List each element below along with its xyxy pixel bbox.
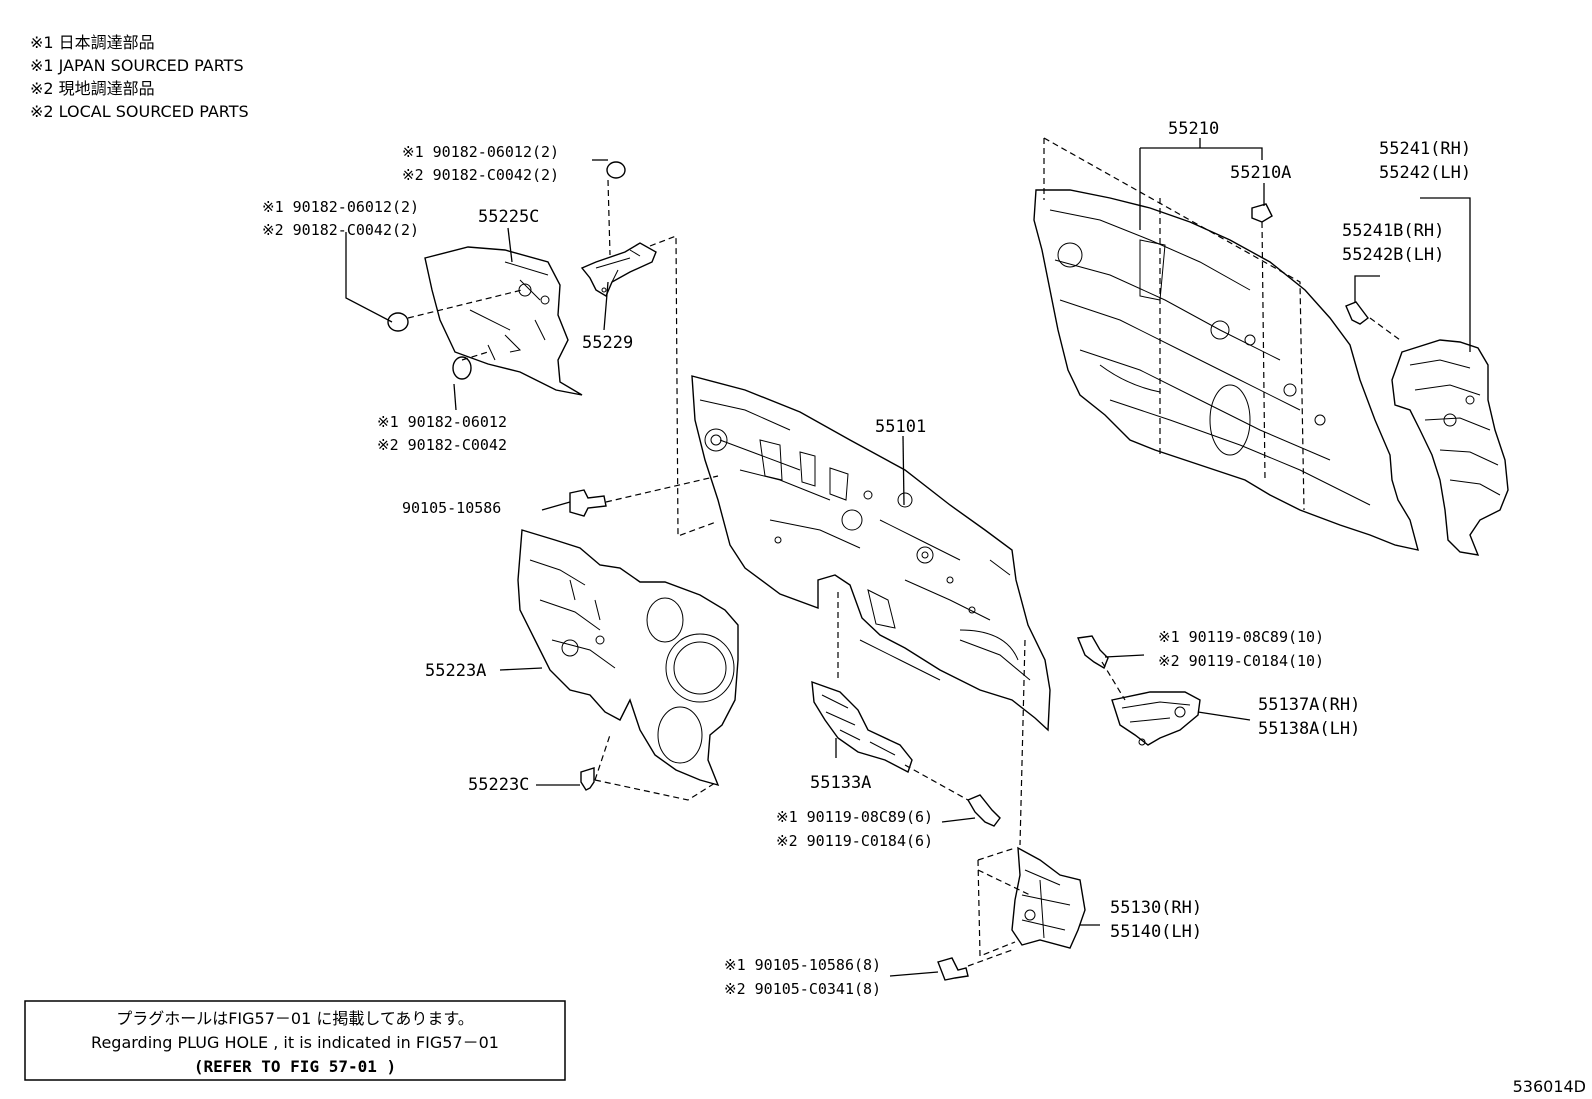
bolt-number-label: ※1 90105-10586(8) (724, 956, 881, 974)
note-line: プラグホールはFIG57－01 に掲載してあります。 (116, 1009, 474, 1028)
part-labels: 55210 55210A 55241(RH) 55242(LH) 55241B(… (262, 119, 1471, 998)
clip-number-label: ※1 90182-06012 (377, 413, 507, 431)
bolt-number-label: ※1 90119-08C89(6) (776, 808, 933, 826)
clip-icon (387, 161, 626, 380)
part-55101-dash-panel (691, 375, 1051, 732)
leader-lines (345, 138, 1471, 977)
clip-number-label: ※2 90182-C0042(2) (262, 221, 419, 239)
legend-line: ※2 LOCAL SOURCED PARTS (30, 102, 249, 121)
bolt-icon (966, 794, 1001, 827)
part-number-label: 55210A (1230, 163, 1291, 183)
part-number-label: 55229 (582, 333, 633, 353)
bolt-number-label: ※1 90119-08C89(10) (1158, 628, 1324, 646)
clip-icon (580, 767, 595, 791)
part-number-label: 55133A (810, 773, 871, 793)
bolt-number-label: ※2 90105-C0341(8) (724, 980, 881, 998)
bolt-number-label: ※2 90119-C0184(10) (1158, 652, 1324, 670)
part-number-label: 55242(LH) (1379, 163, 1471, 183)
part-number-label: 55241(RH) (1379, 139, 1471, 159)
clip-icon (1251, 203, 1273, 223)
legend: ※1 日本調達部品 ※1 JAPAN SOURCED PARTS ※2 現地調達… (30, 33, 249, 121)
part-55241-insulator (1391, 339, 1509, 556)
part-number-label: 55223C (468, 775, 529, 795)
part-55229-bracket (580, 242, 657, 298)
clip-number-label: ※1 90182-06012(2) (262, 198, 419, 216)
part-number-label: 55101 (875, 417, 926, 437)
part-55137a-bracket (1111, 691, 1201, 746)
legend-line: ※1 JAPAN SOURCED PARTS (30, 56, 244, 75)
bolt-icon (937, 957, 969, 981)
bolt-icon (1077, 635, 1109, 670)
part-55225c-insulator (424, 246, 583, 396)
part-number-label: 55225C (478, 207, 539, 227)
part-number-label: 55130(RH) (1110, 898, 1202, 918)
part-number-label: 55138A(LH) (1258, 719, 1360, 739)
figure-id: 536014D (1513, 1077, 1586, 1096)
legend-line: ※1 日本調達部品 (30, 33, 155, 52)
part-number-label: 55223A (425, 661, 486, 681)
clip-number-label: ※2 90182-C0042 (377, 436, 507, 454)
part-number-label: 55137A(RH) (1258, 695, 1360, 715)
dashed-guides (407, 137, 1401, 967)
part-number-label: 55210 (1168, 119, 1219, 139)
part-55130-bracket (1011, 846, 1086, 949)
plug-hole-note-box: プラグホールはFIG57－01 に掲載してあります。 Regarding PLU… (24, 1000, 566, 1081)
part-number-label: 55241B(RH) (1342, 221, 1444, 241)
clip-icon (1345, 301, 1369, 325)
note-line: (REFER TO FIG 57-01 ) (194, 1057, 396, 1076)
part-number-label: 55242B(LH) (1342, 245, 1444, 265)
clip-number-label: ※2 90182-C0042(2) (402, 166, 559, 184)
part-55223a-insulator (517, 529, 739, 787)
part-55210-insulator-panel (1033, 189, 1419, 551)
bolt-number-label: ※2 90119-C0184(6) (776, 832, 933, 850)
bolt-number-label: 90105-10586 (402, 499, 501, 517)
clip-number-label: ※1 90182-06012(2) (402, 143, 559, 161)
part-number-label: 55140(LH) (1110, 922, 1202, 942)
note-line: Regarding PLUG HOLE , it is indicated in… (91, 1033, 499, 1052)
bolt-icon (569, 489, 607, 517)
part-55133a-bracket (811, 680, 913, 774)
legend-line: ※2 現地調達部品 (30, 79, 155, 98)
